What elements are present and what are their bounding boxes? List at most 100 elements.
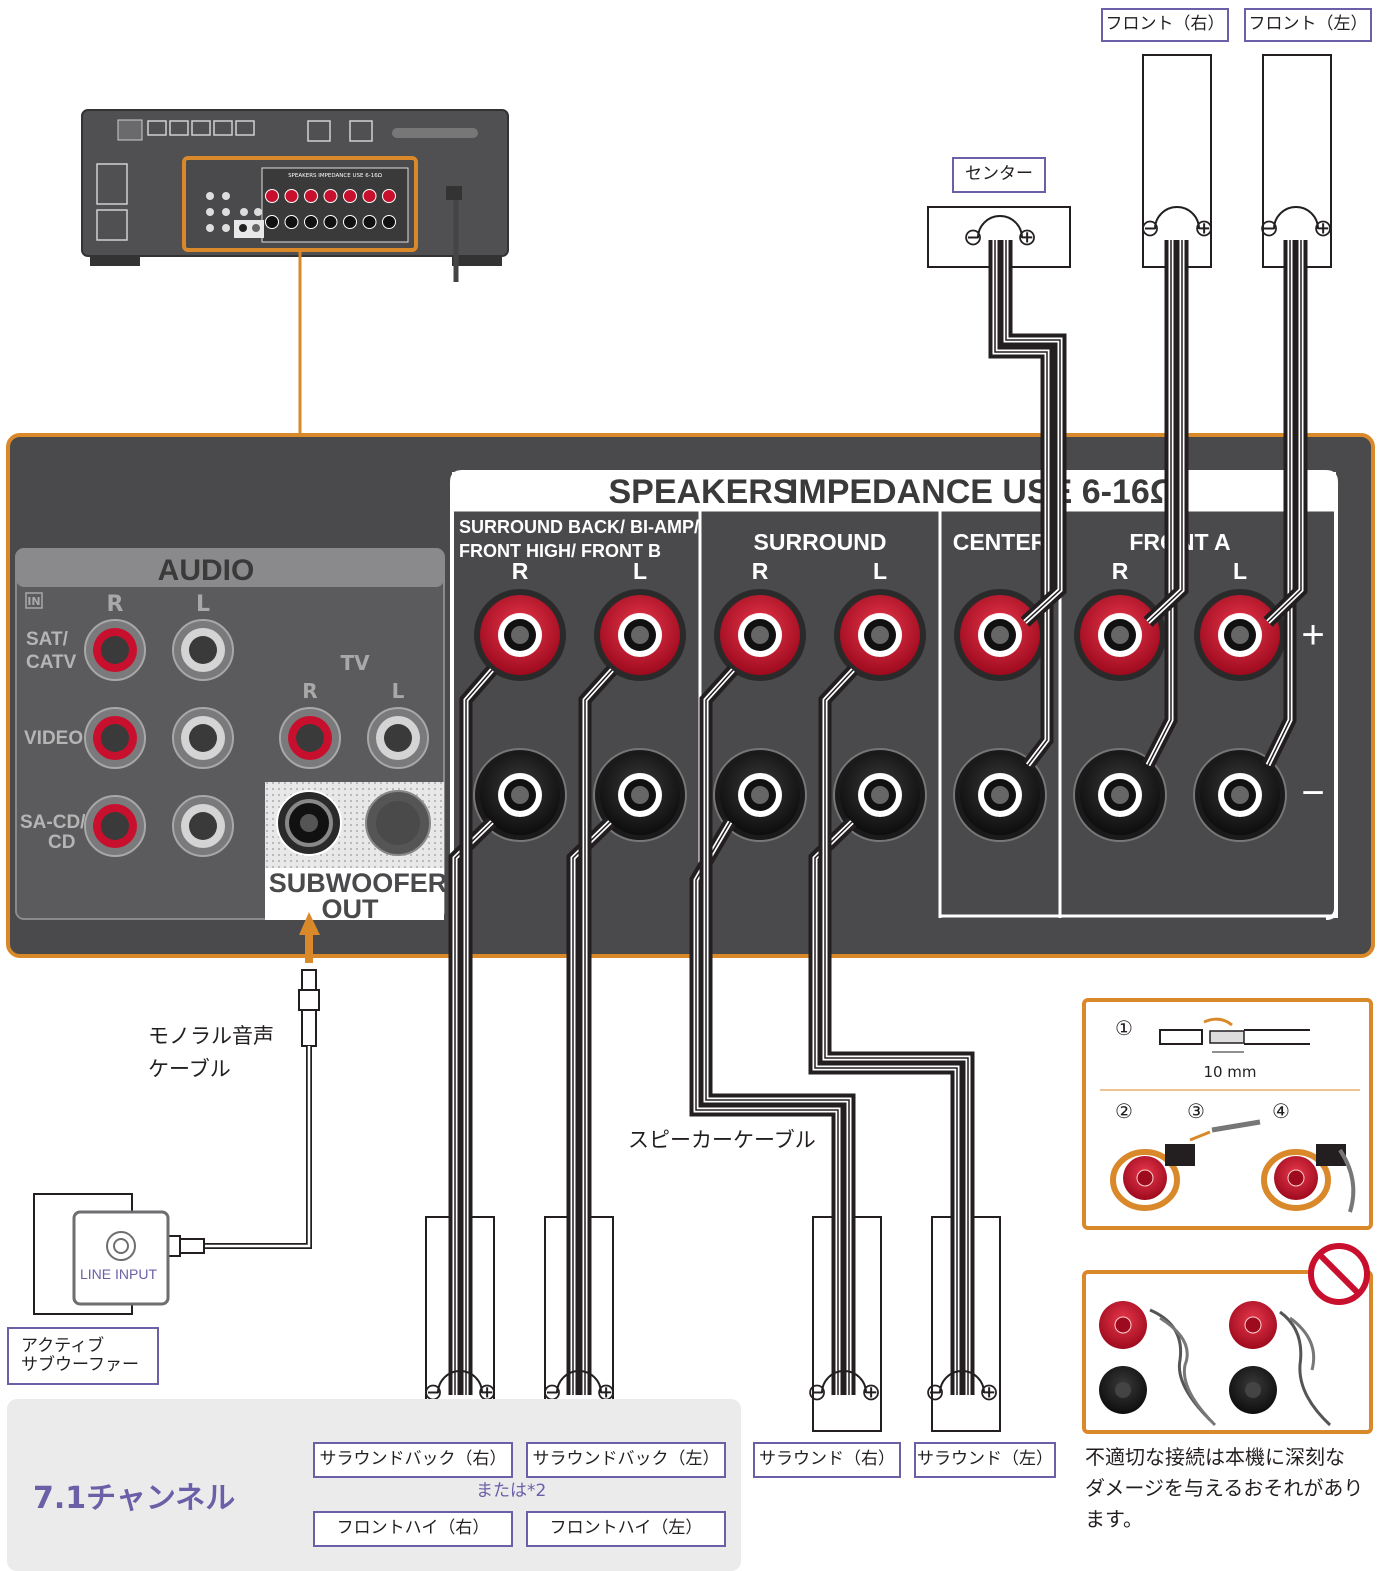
thumb-black-terminal bbox=[284, 215, 299, 229]
speakers-title: SPEAKERS bbox=[608, 473, 795, 511]
group-surround-back-line2: FRONT HIGH/ FRONT B bbox=[459, 541, 661, 561]
rca-jack[interactable] bbox=[84, 619, 146, 681]
thumb-red-terminal bbox=[284, 189, 299, 203]
or-text: または*2 bbox=[476, 1481, 547, 1501]
bottom-speakers bbox=[425, 1216, 1001, 1432]
minus-terminal-mark: ⊖ bbox=[1140, 214, 1160, 242]
warning-line3: ます。 bbox=[1085, 1507, 1143, 1531]
tv-label: TV bbox=[340, 651, 370, 675]
plus-binding-post[interactable] bbox=[1074, 589, 1166, 681]
warning-line1: 不適切な接続は本機に深刻な bbox=[1085, 1445, 1345, 1469]
warning-text: 不適切な接続は本機に深刻な ダメージを与えるおそれがあり ます。 bbox=[1085, 1442, 1363, 1535]
thumb-red-terminal bbox=[265, 189, 279, 203]
channel-label: R bbox=[752, 558, 769, 584]
center-label: センター bbox=[952, 157, 1046, 193]
speaker-cable bbox=[818, 665, 975, 1395]
minus-terminal-mark: ⊖ bbox=[925, 1378, 945, 1406]
audio-col-r: R bbox=[107, 592, 124, 617]
speaker-cable bbox=[988, 240, 1054, 769]
minus-binding-post[interactable] bbox=[713, 748, 807, 842]
rca-jack[interactable] bbox=[84, 707, 146, 769]
active-subwoofer-line2: サブウーファー bbox=[21, 1355, 139, 1375]
rca-jack[interactable] bbox=[84, 795, 146, 857]
plus-binding-post[interactable] bbox=[594, 589, 686, 681]
thumb-red-terminal bbox=[362, 189, 377, 203]
surround-back-right-label: サラウンドバック（右） bbox=[313, 1442, 513, 1478]
front-right-label: フロント（右） bbox=[1101, 8, 1229, 42]
plus-terminal-mark: ⊕ bbox=[861, 1378, 881, 1406]
active-subwoofer-label: アクティブ サブウーファー bbox=[7, 1327, 159, 1385]
plus-terminal-mark: ⊕ bbox=[1313, 214, 1333, 242]
minus-terminal-mark: ⊖ bbox=[963, 223, 983, 251]
group-surround-back-line1: SURROUND BACK/ BI-AMP/ bbox=[459, 517, 699, 537]
group-center: CENTER bbox=[953, 529, 1048, 555]
subwoofer-cable bbox=[143, 912, 320, 1257]
plus-binding-post[interactable] bbox=[834, 589, 926, 681]
thumb-red-terminal bbox=[323, 189, 338, 203]
minus-binding-post[interactable] bbox=[1073, 748, 1167, 842]
minus-binding-post[interactable] bbox=[833, 748, 927, 842]
audio-title: AUDIO bbox=[158, 554, 255, 587]
mono-cable-line1: モノラル音声 bbox=[148, 1024, 274, 1048]
speaker-cable bbox=[1263, 240, 1308, 627]
plus-sign: + bbox=[1301, 613, 1324, 657]
wiring-steps: ① ② ③ ④ 10 mm bbox=[1082, 998, 1373, 1230]
rca-jack[interactable] bbox=[172, 795, 234, 857]
rca-jack[interactable] bbox=[172, 619, 234, 681]
minus-binding-post[interactable] bbox=[473, 748, 567, 842]
warning-line2: ダメージを与えるおそれがあり bbox=[1085, 1476, 1364, 1500]
channel-title: 7.1チャンネル bbox=[33, 1481, 235, 1516]
speaker-cable-label: スピーカーケーブル bbox=[628, 1128, 816, 1152]
minus-sign: − bbox=[1301, 771, 1324, 815]
step-1: ① bbox=[1115, 1016, 1133, 1040]
front-left-label: フロント（左） bbox=[1244, 8, 1372, 42]
line-input-label: LINE INPUT bbox=[80, 1266, 158, 1282]
plus-binding-post[interactable] bbox=[714, 589, 806, 681]
minus-binding-post[interactable] bbox=[953, 748, 1047, 842]
active-subwoofer-line1: アクティブ bbox=[21, 1336, 105, 1357]
thumb-black-terminal bbox=[304, 215, 318, 229]
minus-binding-post[interactable] bbox=[593, 748, 687, 842]
plus-binding-post[interactable] bbox=[1194, 589, 1286, 681]
plus-terminal-mark: ⊕ bbox=[979, 1378, 999, 1406]
rca-jack[interactable] bbox=[279, 707, 341, 769]
channel-label: L bbox=[873, 558, 887, 584]
tv-l-label: L bbox=[392, 679, 405, 703]
in-badge: IN bbox=[27, 595, 40, 608]
plus-binding-post[interactable] bbox=[954, 589, 1046, 681]
impedance-text: IMPEDANCE USE 6-16Ω bbox=[789, 473, 1177, 511]
surround-right-label: サラウンド（右） bbox=[753, 1442, 901, 1478]
minus-binding-post[interactable] bbox=[1193, 748, 1287, 842]
mono-cable-label: モノラル音声 ケーブル bbox=[148, 1020, 274, 1085]
strip-length: 10 mm bbox=[1203, 1063, 1256, 1081]
active-subwoofer bbox=[33, 1193, 170, 1315]
minus-terminal-mark: ⊖ bbox=[1259, 214, 1279, 242]
thumb-red-terminal bbox=[343, 189, 357, 203]
thumb-red-terminal bbox=[382, 189, 396, 203]
thumb-black-terminal bbox=[323, 215, 338, 229]
mono-cable-line2: ケーブル bbox=[148, 1056, 231, 1081]
subwoofer-out-line2: OUT bbox=[322, 894, 380, 924]
rear-panel: AUDIO IN R L TV R L SAT/ CATV VIDEO SA-C… bbox=[6, 433, 1375, 958]
thumb-black-terminal bbox=[265, 215, 279, 229]
receiver-thumbnail: SPEAKERS IMPEDANCE USE 6-16Ω bbox=[81, 109, 509, 434]
row-sacd: SA-CD/ bbox=[20, 812, 86, 833]
step-4: ④ bbox=[1272, 1099, 1290, 1123]
group-surround: SURROUND bbox=[754, 529, 887, 555]
thumb-red-terminal bbox=[304, 189, 318, 203]
minus-terminal-mark: ⊖ bbox=[807, 1378, 827, 1406]
speaker-cable bbox=[566, 817, 615, 1395]
rca-jack[interactable] bbox=[367, 707, 429, 769]
audio-col-l: L bbox=[196, 592, 210, 617]
plus-binding-post[interactable] bbox=[474, 589, 566, 681]
speaker-cable bbox=[1142, 240, 1178, 768]
speaker-cable bbox=[999, 240, 1067, 627]
row-sat: SAT/ bbox=[26, 629, 69, 650]
row-cd: CD bbox=[48, 832, 75, 853]
bad-connection-warning bbox=[1082, 1243, 1373, 1434]
rca-jack[interactable] bbox=[172, 707, 234, 769]
thumb-speakers-text: SPEAKERS IMPEDANCE USE 6-16Ω bbox=[288, 173, 382, 179]
plus-terminal-mark: ⊕ bbox=[1194, 214, 1214, 242]
subwoofer-out-line1: SUBWOOFER bbox=[269, 868, 448, 898]
